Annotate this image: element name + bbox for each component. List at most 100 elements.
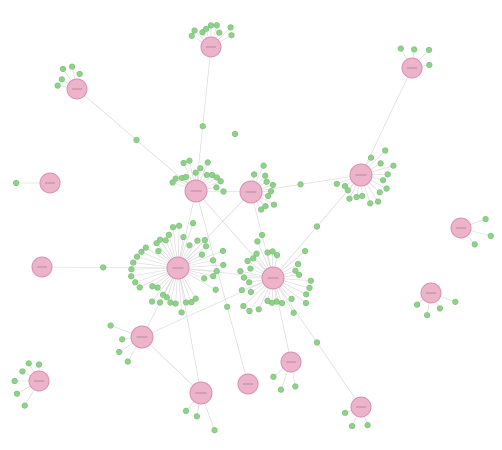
leaf-node[interactable] [246,279,253,286]
leaf-node[interactable] [159,291,167,298]
leaf-node[interactable] [165,231,172,238]
hub-node[interactable] [166,256,190,280]
leaf-node[interactable] [482,215,489,223]
leaf-node[interactable] [182,299,190,306]
leaf-node[interactable] [364,422,371,429]
leaf-node[interactable] [149,283,156,290]
leaf-node[interactable] [188,299,195,306]
leaf-node[interactable] [258,231,266,239]
leaf-node[interactable] [193,413,200,420]
leaf-node[interactable] [250,171,258,178]
leaf-node[interactable] [278,299,286,307]
leaf-node[interactable] [376,189,383,196]
leaf-node[interactable] [411,46,418,53]
leaf-node[interactable] [13,179,20,187]
leaf-node[interactable] [128,266,135,273]
leaf-node[interactable] [19,368,26,375]
leaf-node[interactable] [100,264,107,271]
leaf-node[interactable] [254,238,261,245]
leaf-node[interactable] [359,192,366,200]
leaf-node[interactable] [130,259,137,266]
leaf-node[interactable] [189,220,197,227]
leaf-node[interactable] [178,309,185,316]
leaf-node[interactable] [58,76,65,83]
leaf-node[interactable] [384,171,391,178]
hub-node[interactable] [280,351,302,373]
leaf-node[interactable] [244,257,251,265]
leaf-node[interactable] [313,339,321,346]
leaf-node[interactable] [346,195,353,202]
leaf-node[interactable] [220,188,227,195]
leaf-node[interactable] [162,237,169,244]
leaf-node[interactable] [142,244,149,251]
leaf-node[interactable] [192,169,199,176]
leaf-node[interactable] [25,360,32,367]
leaf-node[interactable] [216,29,223,36]
leaf-node[interactable] [294,261,302,268]
leaf-node[interactable] [203,25,210,32]
leaf-node[interactable] [201,236,208,244]
hub-node[interactable] [450,217,472,239]
leaf-node[interactable] [238,287,245,294]
leaf-node[interactable] [136,284,143,291]
leaf-node[interactable] [292,383,299,390]
leaf-node[interactable] [186,242,193,249]
leaf-node[interactable] [288,295,295,302]
leaf-node[interactable] [156,236,164,243]
leaf-node[interactable] [313,223,321,230]
hub-node[interactable] [189,381,213,405]
leaf-node[interactable] [224,303,231,310]
leaf-node[interactable] [231,130,239,138]
leaf-node[interactable] [182,407,190,415]
leaf-node[interactable] [194,237,201,244]
leaf-node[interactable] [247,265,254,272]
leaf-node[interactable] [471,241,478,248]
leaf-node[interactable] [199,123,206,130]
hub-node[interactable] [261,266,285,290]
leaf-node[interactable] [333,180,340,187]
leaf-node[interactable] [290,309,297,316]
leaf-node[interactable] [203,171,210,179]
hub-node[interactable] [31,256,53,278]
leaf-node[interactable] [172,175,179,182]
hub-node[interactable] [184,179,208,203]
leaf-node[interactable] [156,299,164,306]
hub-node[interactable] [28,370,50,392]
leaf-node[interactable] [133,136,140,144]
leaf-node[interactable] [296,271,303,278]
hub-node[interactable] [350,396,372,418]
leaf-node[interactable] [107,322,114,329]
leaf-node[interactable] [423,312,431,319]
hub-node[interactable] [66,78,88,100]
leaf-node[interactable] [237,268,244,275]
leaf-node[interactable] [192,295,199,302]
leaf-node[interactable] [380,177,387,184]
leaf-node[interactable] [397,45,404,52]
leaf-node[interactable] [262,172,269,179]
leaf-node[interactable] [133,253,141,260]
leaf-node[interactable] [250,255,257,262]
hub-node[interactable] [237,373,259,395]
leaf-node[interactable] [367,154,375,161]
leaf-node[interactable] [270,373,277,380]
leaf-node[interactable] [76,70,83,78]
leaf-node[interactable] [258,206,265,213]
leaf-node[interactable] [247,288,255,296]
leaf-node[interactable] [116,348,123,356]
leaf-node[interactable] [207,22,215,29]
leaf-node[interactable] [213,174,220,181]
leaf-node[interactable] [303,291,310,298]
leaf-node[interactable] [273,252,281,259]
leaf-node[interactable] [213,268,220,275]
leaf-node[interactable] [35,361,43,368]
hub-node[interactable] [39,172,61,194]
leaf-node[interactable] [167,299,174,306]
leaf-node[interactable] [264,297,271,304]
hub-node[interactable] [349,163,373,187]
leaf-node[interactable] [204,159,211,166]
hub-node[interactable] [200,36,222,58]
leaf-node[interactable] [487,232,494,240]
leaf-node[interactable] [54,82,61,89]
leaf-node[interactable] [124,358,131,365]
leaf-node[interactable] [264,192,272,200]
